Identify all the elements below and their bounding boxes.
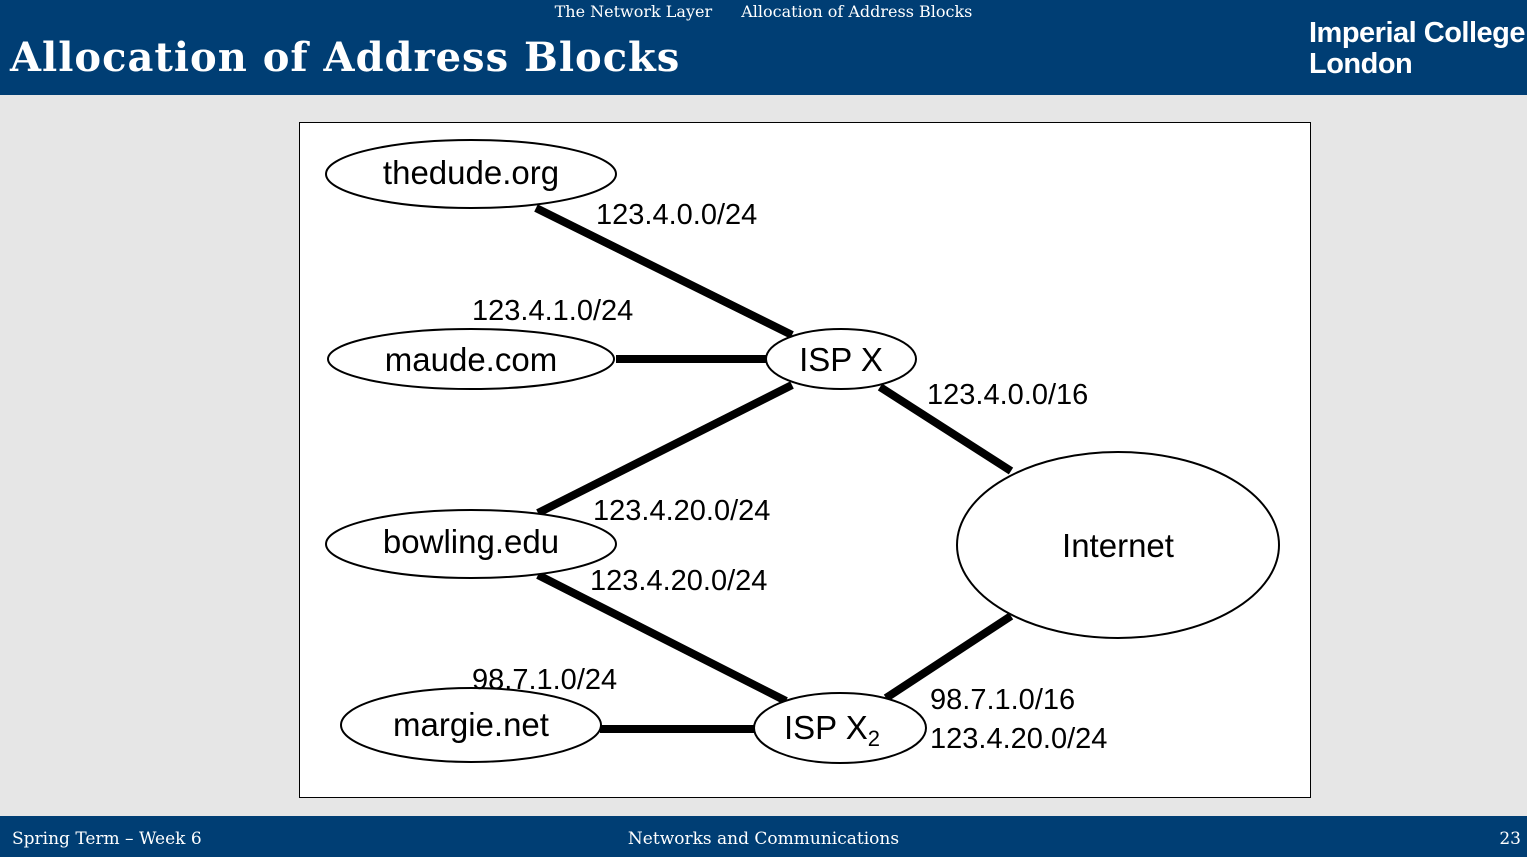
header-bar: The Network Layer Allocation of Address …: [0, 0, 1527, 95]
edge-label-margie-ispx2: 98.7.1.0/24: [472, 664, 617, 696]
edge-label-ispx-internet: 123.4.0.0/16: [927, 379, 1088, 411]
node-internet-label: Internet: [1062, 527, 1174, 564]
node-bowling-ellipse: [325, 509, 617, 579]
node-ispx-label: ISP X: [799, 341, 883, 378]
node-margie-ellipse: [340, 687, 602, 763]
footer-bar: Spring Term – Week 6 Networks and Commun…: [0, 816, 1527, 857]
diagram-canvas: thedude.org maude.com ISP X bowling.edu …: [325, 139, 1280, 764]
edge-ispx-bowling: [536, 381, 794, 517]
edge-ispx2-internet: [883, 612, 1014, 702]
footer-term: Spring Term – Week 6: [12, 829, 202, 849]
edge-label-thedude-ispx: 123.4.0.0/24: [596, 199, 757, 231]
node-internet-ellipse: [956, 451, 1280, 639]
edge-label-ispx2-internet-1: 98.7.1.0/16: [930, 684, 1075, 716]
logo-line-2: London: [1308, 48, 1413, 80]
edge-bowling-ispx2: [536, 571, 788, 705]
edge-label-maude-ispx: 123.4.1.0/24: [472, 295, 633, 327]
node-ispx2-label: ISP X2: [784, 709, 880, 751]
node-thedude-ellipse: [325, 139, 617, 209]
node-margie-label: margie.net: [393, 706, 549, 743]
node-ispx2-subscript: 2: [868, 726, 880, 751]
edge-thedude-ispx: [534, 204, 794, 339]
nav-subsection[interactable]: Allocation of Address Blocks: [741, 2, 973, 21]
node-bowling-label: bowling.edu: [383, 523, 559, 560]
breadcrumb: The Network Layer Allocation of Address …: [0, 2, 1527, 21]
node-ispx2-ellipse: [753, 692, 927, 764]
address-allocation-diagram: thedude.org maude.com ISP X bowling.edu …: [299, 122, 1311, 798]
node-thedude-label: thedude.org: [383, 154, 559, 191]
node-ispx-ellipse: [765, 328, 917, 390]
edge-ispx-internet: [877, 383, 1014, 475]
node-maude-label: maude.com: [385, 341, 557, 378]
slide-title: Allocation of Address Blocks: [10, 34, 681, 81]
edge-label-bowling-ispx2: 123.4.20.0/24: [590, 565, 767, 597]
edge-label-ispx2-internet-2: 123.4.20.0/24: [930, 723, 1107, 755]
node-ispx2-label-main: ISP X: [784, 709, 868, 746]
node-maude-ellipse: [327, 328, 615, 390]
nav-section[interactable]: The Network Layer: [554, 2, 713, 21]
college-logo: Imperial College London: [1308, 17, 1526, 80]
page-number: 23: [1499, 829, 1521, 849]
footer-course: Networks and Communications: [627, 829, 900, 849]
edge-label-bowling-ispx: 123.4.20.0/24: [593, 495, 770, 527]
logo-line-1: Imperial College: [1308, 17, 1526, 49]
